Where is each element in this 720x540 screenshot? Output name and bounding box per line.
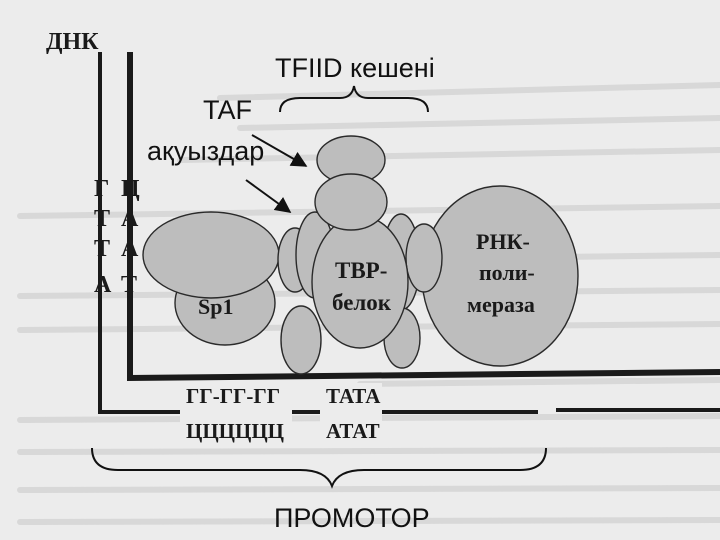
tbp-label-line1: TBP- bbox=[335, 258, 387, 283]
tata-box-top: ТАТА bbox=[326, 384, 381, 408]
rna-polymerase-label-line2: поли- bbox=[479, 260, 535, 285]
taf-arrow-lower bbox=[245, 179, 292, 213]
taf-label-line2: ақуыздар bbox=[147, 136, 264, 166]
taf-top-lower-shape bbox=[314, 173, 388, 231]
taf-arrow-upper bbox=[251, 134, 308, 167]
rna-polymerase-label-line1: РНК- bbox=[476, 229, 530, 254]
promoter-brace bbox=[91, 447, 547, 489]
dna-strands bbox=[98, 52, 720, 414]
left-base-4: А bbox=[94, 272, 112, 298]
gc-box-top: ГГ-ГГ-ГГ bbox=[186, 384, 280, 408]
gc-box-bottom: ЦЦЦЦЦЦ bbox=[186, 419, 284, 443]
rna-polymerase-label-line3: мераза bbox=[467, 292, 535, 317]
vertical-base-pairs: Г Т Т А Ц А А Т bbox=[94, 176, 140, 298]
dna-label: ДНК bbox=[46, 29, 99, 55]
right-base-3: А bbox=[121, 236, 139, 262]
left-base-2: Т bbox=[94, 206, 110, 232]
right-base-1: Ц bbox=[121, 176, 140, 202]
dna-strand-outer bbox=[98, 52, 538, 414]
dna-strand-inner bbox=[127, 52, 720, 382]
tata-box-bottom: АТАТ bbox=[326, 419, 380, 443]
tfiid-complex-label: TFIID кешені bbox=[275, 53, 435, 83]
sp1-label: Sp1 bbox=[198, 294, 233, 319]
right-base-2: А bbox=[121, 206, 139, 232]
tbp-label-line2: белок bbox=[332, 290, 392, 315]
taf-left-bottom-shape bbox=[280, 305, 322, 375]
sp1-upper-shape bbox=[142, 211, 280, 299]
promoter-label: ПРОМОТОР bbox=[274, 503, 430, 533]
left-base-1: Г bbox=[94, 176, 109, 202]
right-base-4: Т bbox=[121, 272, 137, 298]
tfiid-brace bbox=[279, 85, 429, 113]
left-base-3: Т bbox=[94, 236, 110, 262]
taf-label-line1: TAF bbox=[203, 95, 252, 125]
sequence-labels: ГГ-ГГ-ГГ ЦЦЦЦЦЦ ТАТА АТАТ bbox=[180, 383, 382, 445]
taf-right-inner-shape bbox=[405, 223, 443, 293]
protein-complex bbox=[142, 135, 579, 375]
